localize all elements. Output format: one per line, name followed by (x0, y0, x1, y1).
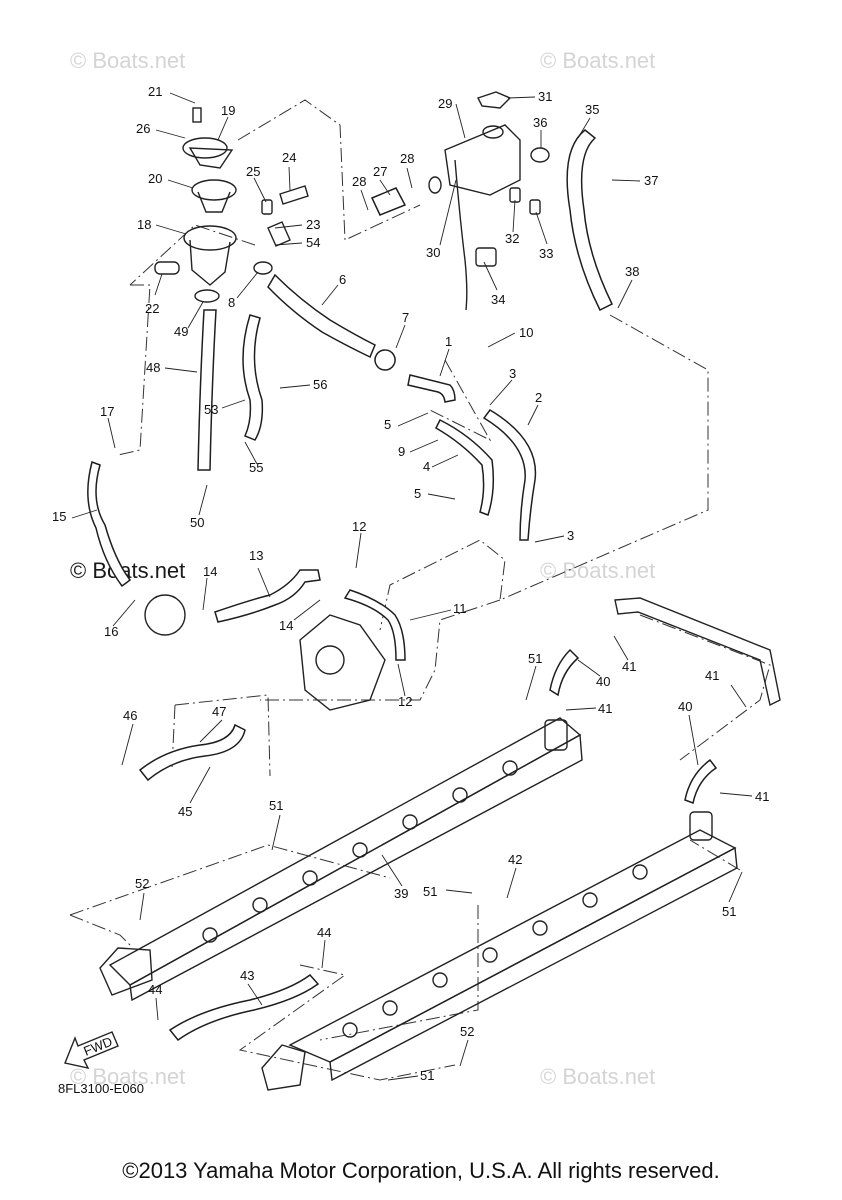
callout: 13 (249, 548, 263, 563)
callout: 46 (123, 708, 137, 723)
callout: 44 (317, 925, 331, 940)
callouts: 21 26 19 20 25 24 18 23 54 22 8 49 6 29 … (52, 84, 769, 1083)
callout: 56 (313, 377, 327, 392)
fwd-arrow: FWD (64, 1031, 119, 1069)
callout: 51 (722, 904, 736, 919)
callout: 42 (508, 852, 522, 867)
callout: 37 (644, 173, 658, 188)
callout: 48 (146, 360, 160, 375)
callout: 39 (394, 886, 408, 901)
cooler-39 (99, 717, 583, 1002)
callout: 29 (438, 96, 452, 111)
callout: 10 (519, 325, 533, 340)
cooler-42 (261, 811, 738, 1091)
callout: 2 (535, 390, 542, 405)
callout: 25 (246, 164, 260, 179)
callout: 34 (491, 292, 505, 307)
callout: 7 (402, 310, 409, 325)
watermark: © Boats.net (540, 1064, 655, 1089)
callout: 18 (137, 217, 151, 232)
water-pump (144, 594, 386, 711)
callout: 54 (306, 235, 320, 250)
callout: 35 (585, 102, 599, 117)
hoses (87, 129, 718, 1042)
callout: 43 (240, 968, 254, 983)
callout: 12 (398, 694, 412, 709)
watermark: © Boats.net (70, 1064, 185, 1089)
callout: 24 (282, 150, 296, 165)
callout: 14 (279, 618, 293, 633)
watermark: © Boats.net (70, 48, 185, 73)
outlet-pipe (614, 597, 781, 707)
callout: 3 (509, 366, 516, 381)
callout: 41 (598, 701, 612, 716)
callout: 51 (423, 884, 437, 899)
callout: 38 (625, 264, 639, 279)
callout: 33 (539, 246, 553, 261)
callout: 51 (528, 651, 542, 666)
callout: 41 (755, 789, 769, 804)
callout: 12 (352, 519, 366, 534)
callout: 52 (460, 1024, 474, 1039)
callout: 45 (178, 804, 192, 819)
callout: 47 (212, 704, 226, 719)
callout: 51 (269, 798, 283, 813)
callout: 36 (533, 115, 547, 130)
callout: 15 (52, 509, 66, 524)
callout: 5 (414, 486, 421, 501)
callout: 32 (505, 231, 519, 246)
callout: 28 (400, 151, 414, 166)
callout: 26 (136, 121, 150, 136)
callout: 30 (426, 245, 440, 260)
callout: 19 (221, 103, 235, 118)
watermark: © Boats.net (540, 48, 655, 73)
callout: 4 (423, 459, 430, 474)
callout: 14 (203, 564, 217, 579)
thermostat-housing-assembly (154, 107, 309, 303)
callout: 55 (249, 460, 263, 475)
callout: 49 (174, 324, 188, 339)
callout: 5 (384, 417, 391, 432)
callout: 40 (596, 674, 610, 689)
callout: 20 (148, 171, 162, 186)
callout: 9 (398, 444, 405, 459)
callout: 51 (420, 1068, 434, 1083)
callout: 21 (148, 84, 162, 99)
callout: 52 (135, 876, 149, 891)
callout: 11 (453, 601, 467, 616)
callout: 1 (445, 334, 452, 349)
callout: 53 (204, 402, 218, 417)
watermark: © Boats.net (540, 558, 655, 583)
callout: 44 (148, 982, 162, 997)
callout: 23 (306, 217, 320, 232)
callout: 8 (228, 295, 235, 310)
callout: 50 (190, 515, 204, 530)
callout: 28 (352, 174, 366, 189)
leader-lines (71, 92, 753, 1081)
copyright-notice: ©2013 Yamaha Motor Corporation, U.S.A. A… (122, 1158, 720, 1183)
callout: 40 (678, 699, 692, 714)
callout: 6 (339, 272, 346, 287)
callout: 31 (538, 89, 552, 104)
reference-lines (69, 99, 771, 1081)
callout: 3 (567, 528, 574, 543)
drawing-code: 8FL3100-E060 (58, 1081, 144, 1096)
callout: 41 (622, 659, 636, 674)
callout: 17 (100, 404, 114, 419)
callout: 27 (373, 164, 387, 179)
coolant-reservoir-assembly (428, 91, 550, 311)
callout: 41 (705, 668, 719, 683)
callout: 22 (145, 301, 159, 316)
callout: 16 (104, 624, 118, 639)
